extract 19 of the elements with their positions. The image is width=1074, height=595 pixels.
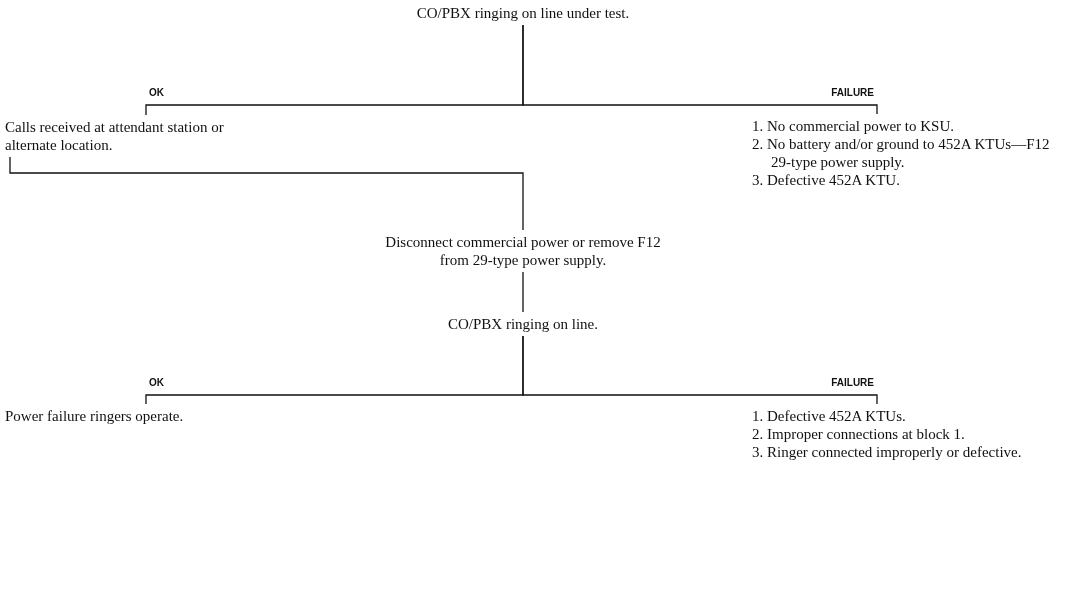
- list-item: 1. No commercial power to KSU.: [752, 117, 956, 135]
- list-item: 2. No battery and/or ground to 452A KTUs—F12 29-type power supply.: [752, 135, 1051, 171]
- list-item: 3. Ringer connected improperly or defective.: [752, 443, 1023, 461]
- connector-line: [9, 156, 524, 231]
- step-text: CO/PBX ringing on line under test.: [398, 4, 648, 22]
- edge-label: FAILURE: [831, 377, 874, 389]
- step-text: Calls received at attendant station or alternate location.: [5, 118, 255, 154]
- connector-line: [522, 24, 878, 115]
- connector-line: [522, 271, 524, 313]
- step-text: CO/PBX ringing on line.: [373, 315, 673, 333]
- edge-label: FAILURE: [831, 87, 874, 99]
- edge-label: OK: [149, 87, 164, 99]
- step-text: Disconnect commercial power or remove F12 from 29-type power supply.: [373, 233, 673, 269]
- step-text: Power failure ringers operate.: [5, 407, 205, 425]
- list-item: 1. Defective 452A KTUs.: [752, 407, 907, 425]
- edge-label: OK: [149, 377, 164, 389]
- list-item: 2. Improper connections at block 1.: [752, 425, 966, 443]
- list-item: 3. Defective 452A KTU.: [752, 171, 901, 189]
- connector-line: [522, 335, 878, 405]
